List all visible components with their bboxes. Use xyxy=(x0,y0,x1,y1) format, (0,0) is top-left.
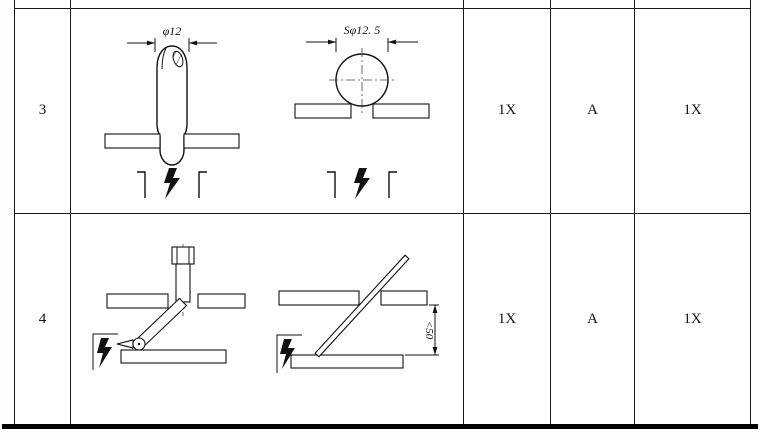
diagram-cell: <50 xyxy=(70,212,464,425)
table-row: 3 xyxy=(14,7,751,214)
diagram-group-row3: φ12 xyxy=(71,22,463,200)
partial-cell xyxy=(463,0,551,9)
col5-value-cell: 1X xyxy=(634,212,751,425)
pin-body xyxy=(175,263,191,303)
hazard-bolt-icon xyxy=(97,338,112,369)
row-number-cell: 3 xyxy=(14,7,71,214)
barrier-right xyxy=(197,293,246,309)
spec-table: 3 xyxy=(14,0,751,425)
table-row-partial xyxy=(14,0,751,9)
col4-value-cell: A xyxy=(550,7,635,214)
table-row: 4 xyxy=(14,212,751,425)
hazard-part-bracket xyxy=(327,170,397,198)
row-number-cell: 4 xyxy=(14,212,71,425)
hazard-part-bracket xyxy=(276,334,302,373)
probe-tip-cone xyxy=(116,339,134,349)
hazard-part-bracket xyxy=(92,333,118,371)
barrier-left xyxy=(106,293,169,309)
table-bottom-rule xyxy=(2,424,758,429)
hazard-base xyxy=(290,354,404,369)
barrier-right xyxy=(372,102,430,119)
angled-rod-diagram: <50 xyxy=(276,254,439,373)
wall-left xyxy=(278,290,360,306)
col4-value-cell: A xyxy=(550,212,635,425)
wall-right xyxy=(380,290,428,306)
pin-head xyxy=(171,246,195,265)
test-rod xyxy=(314,254,410,358)
barrier-left xyxy=(104,132,161,149)
test-sphere-diagram: Sφ12. 5 xyxy=(294,23,430,199)
barrier-left xyxy=(294,102,352,119)
hazard-part-bracket xyxy=(137,170,207,198)
hazard-bolt-icon xyxy=(354,167,370,199)
diameter-dimension: φ12 xyxy=(127,24,217,52)
hazard-bolt-icon xyxy=(164,167,180,199)
clearance-dimension: <50 xyxy=(405,304,439,356)
barrier-right xyxy=(183,132,240,149)
clearance-dimension-label: <50 xyxy=(423,321,435,340)
sphere-dimension-label: Sφ12. 5 xyxy=(344,23,381,37)
hazard-bolt-icon xyxy=(280,338,295,369)
col3-value-cell: 1X xyxy=(463,7,551,214)
partial-cell xyxy=(550,0,635,9)
hazard-base xyxy=(120,349,227,364)
diagram-group-row4: <50 xyxy=(71,244,463,394)
partial-cell xyxy=(634,0,751,9)
test-finger-diagram: φ12 xyxy=(104,24,240,199)
partial-cell xyxy=(14,0,71,9)
jointed-pin-diagram xyxy=(92,244,246,371)
sphere-dimension: Sφ12. 5 xyxy=(306,23,418,52)
finger-section-hatch xyxy=(172,50,184,67)
col5-value-cell: 1X xyxy=(634,7,751,214)
finger-dimension-label: φ12 xyxy=(163,24,182,38)
col3-value-cell: 1X xyxy=(463,212,551,425)
diagram-cell: φ12 xyxy=(70,7,464,214)
partial-cell xyxy=(70,0,464,9)
